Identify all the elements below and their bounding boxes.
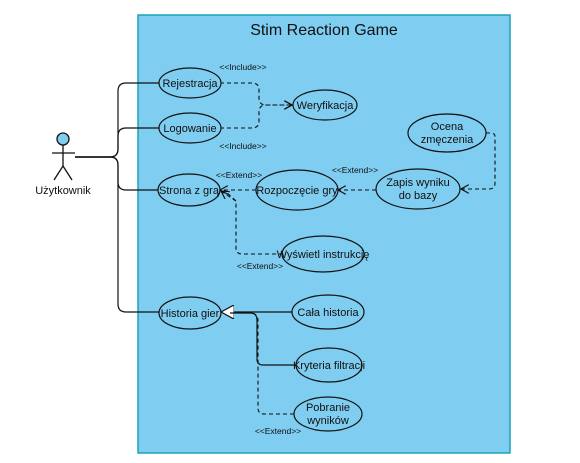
extend-label-instrukcje: <<Extend>> [237,261,283,271]
use-case-label: Cała historia [297,307,359,319]
extend-label-strona: <<Extend>> [216,170,262,180]
use-case-cala-historia[interactable]: Cała historia [291,294,365,330]
use-case-rozpoczecie-gry[interactable]: Rozpoczęcie gry [255,169,339,211]
extend-label-pobranie: <<Extend>> [255,426,301,436]
use-case-historia-gier[interactable]: Historia gier [158,296,222,330]
include-label-top: <<Include>> [219,62,266,72]
use-case-label: Strona z grą [159,185,220,197]
association-lines [75,82,160,313]
include-label-bottom: <<Include>> [219,141,266,151]
use-case-label: zmęczenia [421,134,474,146]
use-case-strona-z-gra[interactable]: Strona z grą [157,173,221,207]
use-case-label: Rozpoczęcie gry [256,185,338,197]
use-case-zapis-wyniku[interactable]: Zapis wyniku do bazy [375,168,461,210]
actor-icon [52,132,75,181]
generalization-relations [221,312,296,366]
use-case-wyswietl-instrukcje[interactable]: Wyświetl instrukcję [277,235,370,273]
use-case-label: Kryteria filtracji [293,360,365,372]
use-case-label: Wyświetl instrukcję [277,249,370,261]
use-case-label: do bazy [399,190,438,202]
use-case-rejestracja[interactable]: Rejestracja [158,67,222,99]
use-case-label: Rejestracja [162,78,218,90]
system-title: Stim Reaction Game [250,22,398,39]
use-case-weryfikacja[interactable]: Weryfikacja [292,89,358,121]
use-case-label: Historia gier [161,308,220,320]
use-case-label: Logowanie [163,123,216,135]
use-case-pobranie-wynikow[interactable]: Pobranie wyników [293,396,363,432]
use-case-label: Weryfikacja [297,100,355,112]
use-case-label: Zapis wyniku [386,177,450,189]
use-case-label: Ocena [431,121,464,133]
include-relations [220,82,292,129]
use-case-logowanie[interactable]: Logowanie [158,112,222,144]
use-case-label: Pobranie [306,402,350,414]
extend-label-rozpoczecie: <<Extend>> [332,165,378,175]
use-case-ocena-zmeczenia[interactable]: Ocena zmęczenia [407,113,487,153]
use-case-kryteria-filtracji[interactable]: Kryteria filtracji [293,347,365,383]
actor-label: Użytkownik [35,185,91,197]
use-case-label: wyników [306,415,349,427]
